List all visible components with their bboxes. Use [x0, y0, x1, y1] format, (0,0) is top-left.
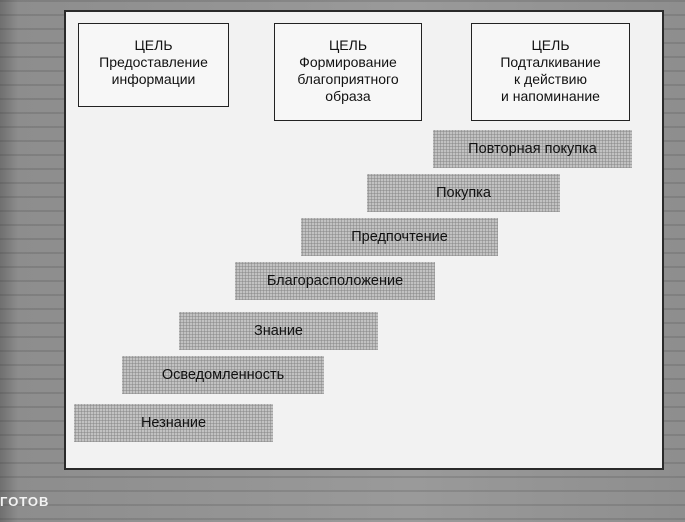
goal-box-image: ЦЕЛЬ Формирование благоприятного образа	[274, 23, 422, 121]
stage-repeat-purchase: Повторная покупка	[433, 130, 632, 168]
goal-box-inform: ЦЕЛЬ Предоставление информации	[78, 23, 229, 107]
goal-text-line: Формирование	[299, 54, 397, 70]
stage-purchase: Покупка	[367, 174, 560, 212]
goal-box-action: ЦЕЛЬ Подталкивание к действию и напомина…	[471, 23, 630, 121]
goal-text-line: информации	[111, 71, 196, 87]
goal-text-line: Предоставление	[99, 54, 208, 70]
stage-unawareness: Незнание	[74, 404, 273, 442]
stage-awareness: Осведомленность	[122, 356, 324, 394]
goal-title: ЦЕЛЬ	[328, 37, 368, 53]
stage-preference: Предпочтение	[301, 218, 498, 256]
goal-text-line: образа	[325, 88, 371, 104]
goal-text-line: и напоминание	[501, 88, 600, 104]
goal-text-line: благоприятного	[297, 71, 399, 87]
goal-title: ЦЕЛЬ	[531, 37, 570, 53]
page-footer-fragment: ГОТОВ	[0, 494, 50, 509]
goal-title: ЦЕЛЬ	[134, 37, 173, 53]
goal-text-line: Подталкивание	[500, 54, 601, 70]
goal-text-line: к действию	[514, 71, 587, 87]
hierarchy-of-effects-diagram: ЦЕЛЬ Предоставление информации ЦЕЛЬ Форм…	[64, 10, 664, 470]
stage-knowledge: Знание	[179, 312, 378, 350]
stage-liking: Благорасположение	[235, 262, 435, 300]
